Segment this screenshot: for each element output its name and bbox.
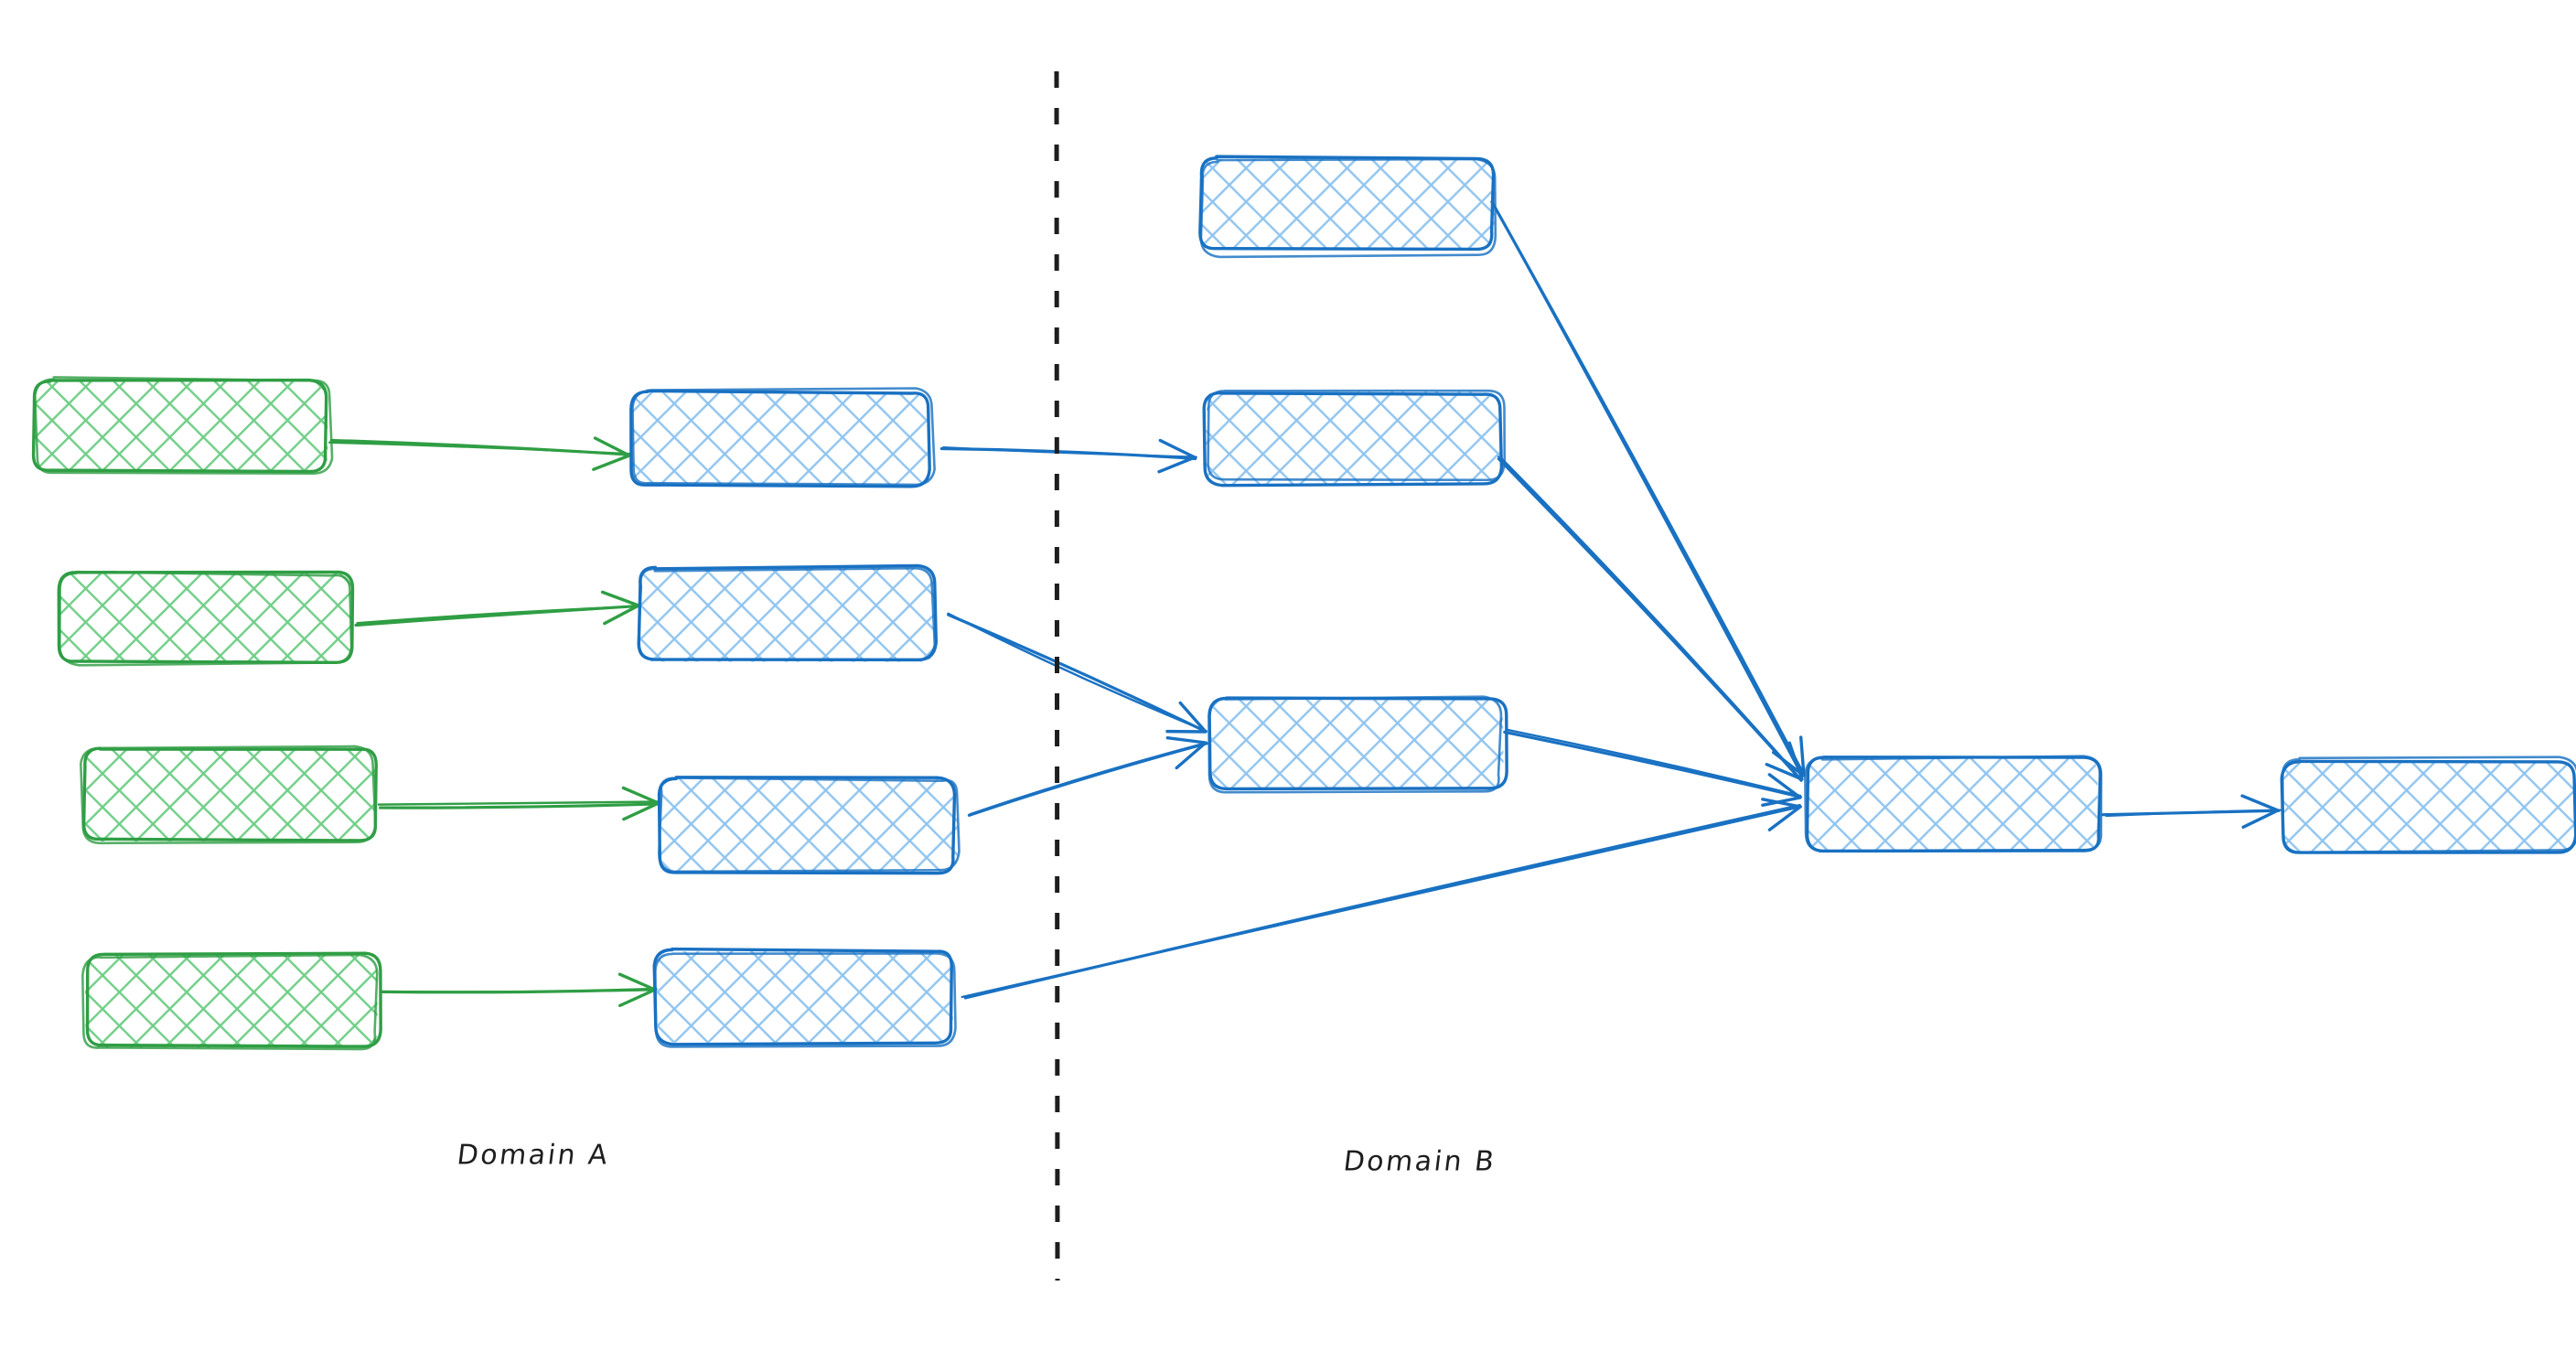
node-b-node-2[interactable] bbox=[1202, 389, 1507, 488]
node-a-proc-1[interactable] bbox=[629, 387, 936, 488]
edge-b-node-3-to-b-aggregator bbox=[1503, 728, 1802, 808]
edge-a-src-1-to-a-proc-1 bbox=[327, 436, 631, 471]
node-b-aggregator[interactable] bbox=[1804, 755, 2103, 853]
node-b-output[interactable] bbox=[2280, 756, 2576, 854]
edge-a-proc-4-to-b-aggregator bbox=[961, 798, 1802, 1000]
edge-b-aggregator-to-b-output bbox=[2101, 794, 2281, 830]
edge-a-proc-3-to-b-node-3 bbox=[967, 736, 1208, 817]
edge-a-proc-1-to-b-node-2 bbox=[939, 438, 1197, 474]
node-a-proc-2[interactable] bbox=[637, 563, 939, 662]
node-a-src-3[interactable] bbox=[80, 745, 378, 845]
edge-a-proc-2-to-b-node-3 bbox=[947, 612, 1208, 734]
node-a-proc-3[interactable] bbox=[657, 776, 961, 875]
edge-b-node-1-to-b-aggregator bbox=[1490, 200, 1806, 778]
node-b-node-3[interactable] bbox=[1208, 695, 1508, 794]
node-a-src-2[interactable] bbox=[57, 570, 355, 667]
domain-b-label: Domain B bbox=[1341, 1145, 1498, 1178]
node-a-proc-4[interactable] bbox=[652, 947, 957, 1048]
node-a-src-4[interactable] bbox=[80, 951, 382, 1051]
nodes-layer bbox=[31, 155, 2576, 1051]
edge-a-src-4-to-a-proc-4 bbox=[381, 972, 658, 1008]
domain-a-label: Domain A bbox=[455, 1139, 612, 1172]
edge-a-src-2-to-a-proc-2 bbox=[354, 590, 641, 627]
edge-a-src-3-to-a-proc-3 bbox=[377, 786, 661, 821]
edge-b-node-2-to-b-aggregator bbox=[1497, 455, 1804, 782]
node-a-src-1[interactable] bbox=[31, 376, 334, 475]
node-b-node-1[interactable] bbox=[1198, 155, 1497, 259]
edges-layer bbox=[327, 200, 2281, 1008]
